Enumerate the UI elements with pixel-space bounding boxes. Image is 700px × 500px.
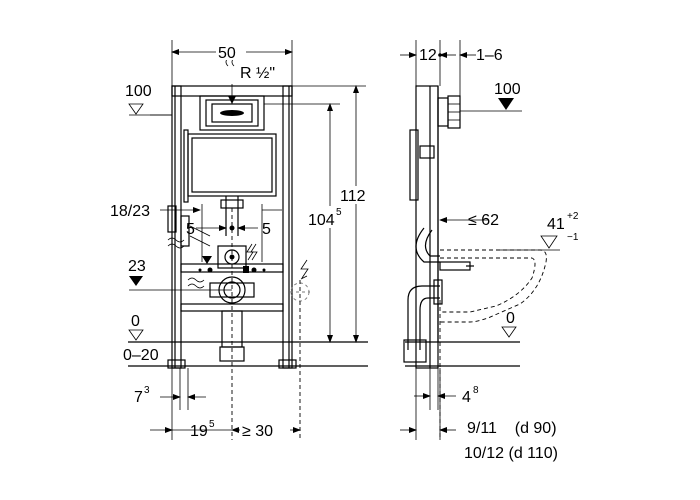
level-marker-icon bbox=[128, 103, 144, 115]
dim-frame-width: 50 bbox=[218, 45, 236, 62]
dim-drain-offset-exp: 5 bbox=[209, 419, 215, 430]
dim-offset-right: 5 bbox=[262, 221, 271, 238]
dim-bowl-tol-plus: +2 bbox=[567, 211, 579, 222]
dim-flush-height: 104 bbox=[308, 212, 335, 229]
frame-right-foot bbox=[278, 359, 297, 369]
level-100-side: 100 bbox=[494, 81, 521, 98]
level-0-front: 0 bbox=[131, 313, 140, 330]
dim-foot-inset: 7 bbox=[134, 389, 143, 406]
dim-total-height: 112 bbox=[340, 188, 366, 205]
side-view: 12 1–6 100 ≤ 62 41 +2 −1 0 4 8 9/11 bbox=[400, 40, 579, 462]
level-marker-icon-side bbox=[498, 98, 514, 110]
electrical-outlet-outline bbox=[290, 282, 310, 302]
cistern-housing bbox=[187, 133, 277, 197]
front-view: 50 R ½" 100 112 104 5 18/23 5 5 bbox=[110, 40, 370, 440]
drain-bend-side bbox=[407, 285, 440, 350]
level-100-front: 100 bbox=[125, 83, 152, 100]
water-supply-icon-low bbox=[167, 237, 205, 289]
dim-drain-min-distance: ≥ 30 bbox=[242, 423, 273, 440]
dim-bowl-tol-minus: −1 bbox=[567, 232, 579, 243]
level-23-front: 23 bbox=[128, 258, 146, 275]
level-0-side: 0 bbox=[506, 310, 515, 327]
dim-offset-left: 5 bbox=[186, 221, 195, 238]
floor-range-label: 0–20 bbox=[123, 347, 159, 364]
dim-drain-offset-side: 4 bbox=[462, 389, 471, 406]
level-marker-icon-side-zero bbox=[501, 326, 517, 338]
flush-bend-side bbox=[415, 227, 440, 263]
dim-bowl-height: 41 bbox=[547, 216, 565, 233]
frame-side-profile bbox=[415, 85, 439, 369]
dim-drain-offset-side-exp: 8 bbox=[473, 385, 479, 396]
dim-foot-inset-exp: 3 bbox=[144, 385, 150, 396]
dim-spacing: 18/23 bbox=[110, 203, 150, 220]
wc-bowl-outline bbox=[440, 249, 547, 323]
supply-thread-label: R ½" bbox=[240, 65, 275, 82]
dim-bowl-projection: ≤ 62 bbox=[468, 212, 499, 229]
level-marker-icon-filled bbox=[129, 276, 143, 286]
dim-flush-height-exp: 5 bbox=[336, 207, 342, 218]
frame-left-foot bbox=[167, 359, 186, 369]
dim-depth-range: 1–6 bbox=[476, 47, 503, 64]
dim-drain-offset: 19 bbox=[190, 423, 208, 440]
electrical-supply-icon bbox=[246, 243, 258, 261]
dim-drain-dims-110: 10/12 (d 110) bbox=[464, 445, 558, 462]
level-marker-icon-bowl bbox=[540, 235, 558, 249]
level-marker-icon-zero bbox=[128, 329, 144, 341]
dim-depth-top: 12 bbox=[419, 47, 437, 64]
frame-right-post bbox=[282, 85, 293, 369]
electrical-supply-icon-right bbox=[300, 259, 309, 280]
dim-drain-dims-90: 9/11 (d 90) bbox=[467, 420, 557, 437]
